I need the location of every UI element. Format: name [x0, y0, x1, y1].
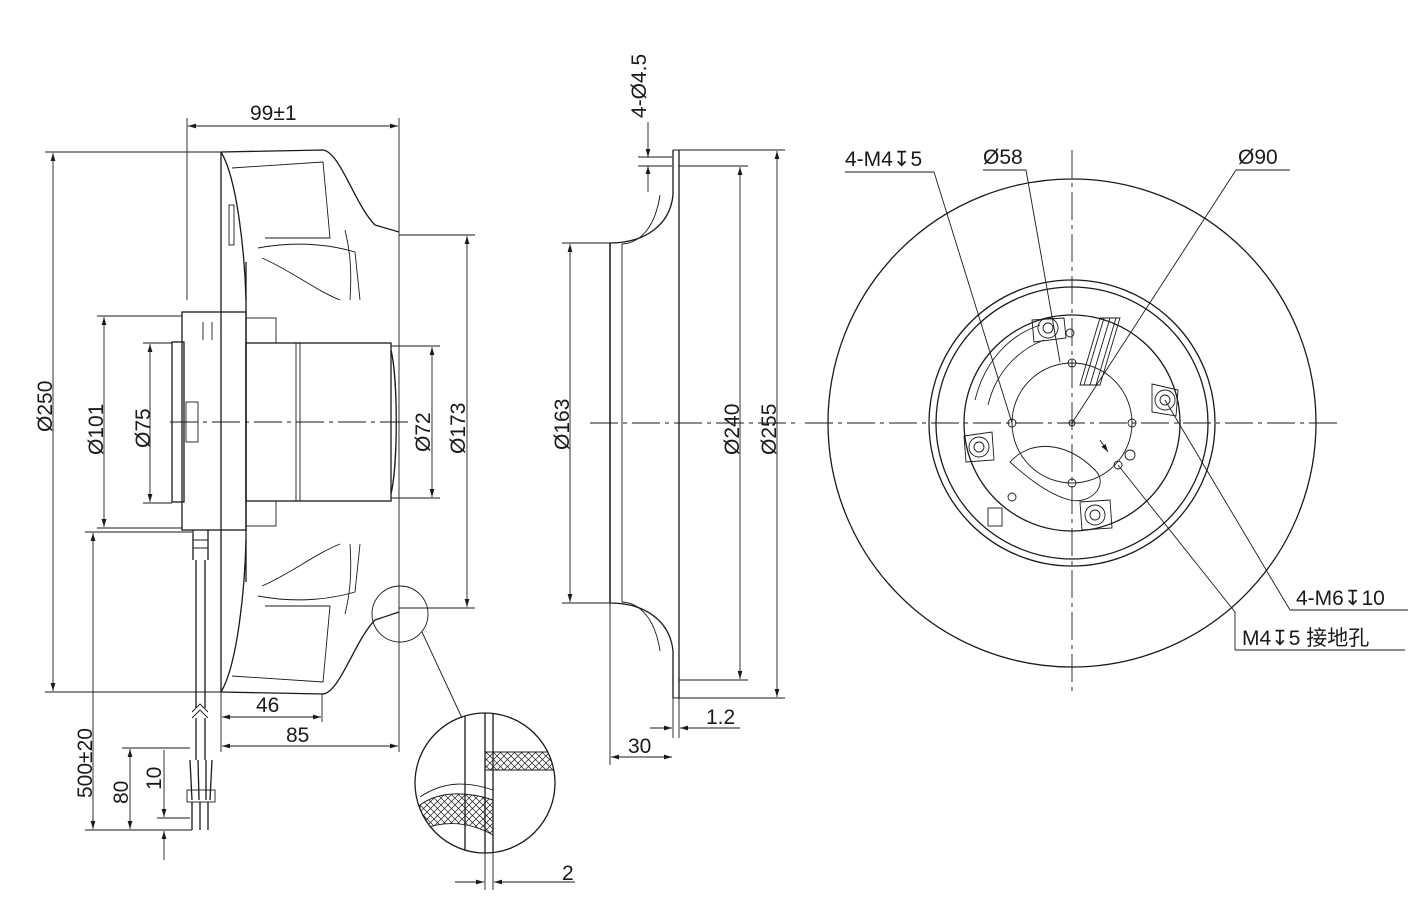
detail-view: 2 [414, 712, 575, 890]
dim-85-label: 85 [286, 724, 309, 747]
dim-d255-label: Ø255 [758, 404, 781, 455]
dim-d240-label: Ø240 [721, 404, 744, 455]
label-d58: Ø58 [983, 146, 1023, 169]
dim-cable-label: 500±20 [74, 728, 97, 798]
label-d90: Ø90 [1238, 146, 1278, 169]
dim-80-label: 80 [110, 781, 133, 804]
dim-width-label: 99±1 [250, 102, 297, 125]
dim-overall-dia-label: Ø250 [34, 381, 57, 432]
dim-10-label: 10 [143, 767, 166, 790]
dim-d75-label: Ø75 [132, 408, 155, 448]
label-m4: 4-M4↧5 [845, 148, 922, 171]
front-view: 4-M4↧5 Ø58 Ø90 4-M6↧10 M4↧5 接地孔 [805, 146, 1408, 692]
dim-d173-label: Ø173 [447, 403, 470, 454]
dim-d72-label: Ø72 [412, 412, 435, 452]
label-ground: M4↧5 接地孔 [1242, 627, 1369, 650]
dim-30-label: 30 [628, 735, 651, 758]
inlet-ring-view: 4-Ø4.5 Ø163 Ø240 Ø255 1.2 [551, 54, 800, 765]
dim-1-2-label: 1.2 [706, 706, 735, 729]
dim-holes-label: 4-Ø4.5 [628, 54, 651, 118]
dim-2-label: 2 [562, 862, 574, 885]
dim-d163-label: Ø163 [551, 399, 574, 450]
dim-d101-label: Ø101 [85, 404, 108, 455]
dim-46-label: 46 [256, 694, 279, 717]
side-view: 99±1 Ø250 Ø101 Ø75 [34, 102, 475, 860]
label-m6: 4-M6↧10 [1296, 587, 1385, 610]
